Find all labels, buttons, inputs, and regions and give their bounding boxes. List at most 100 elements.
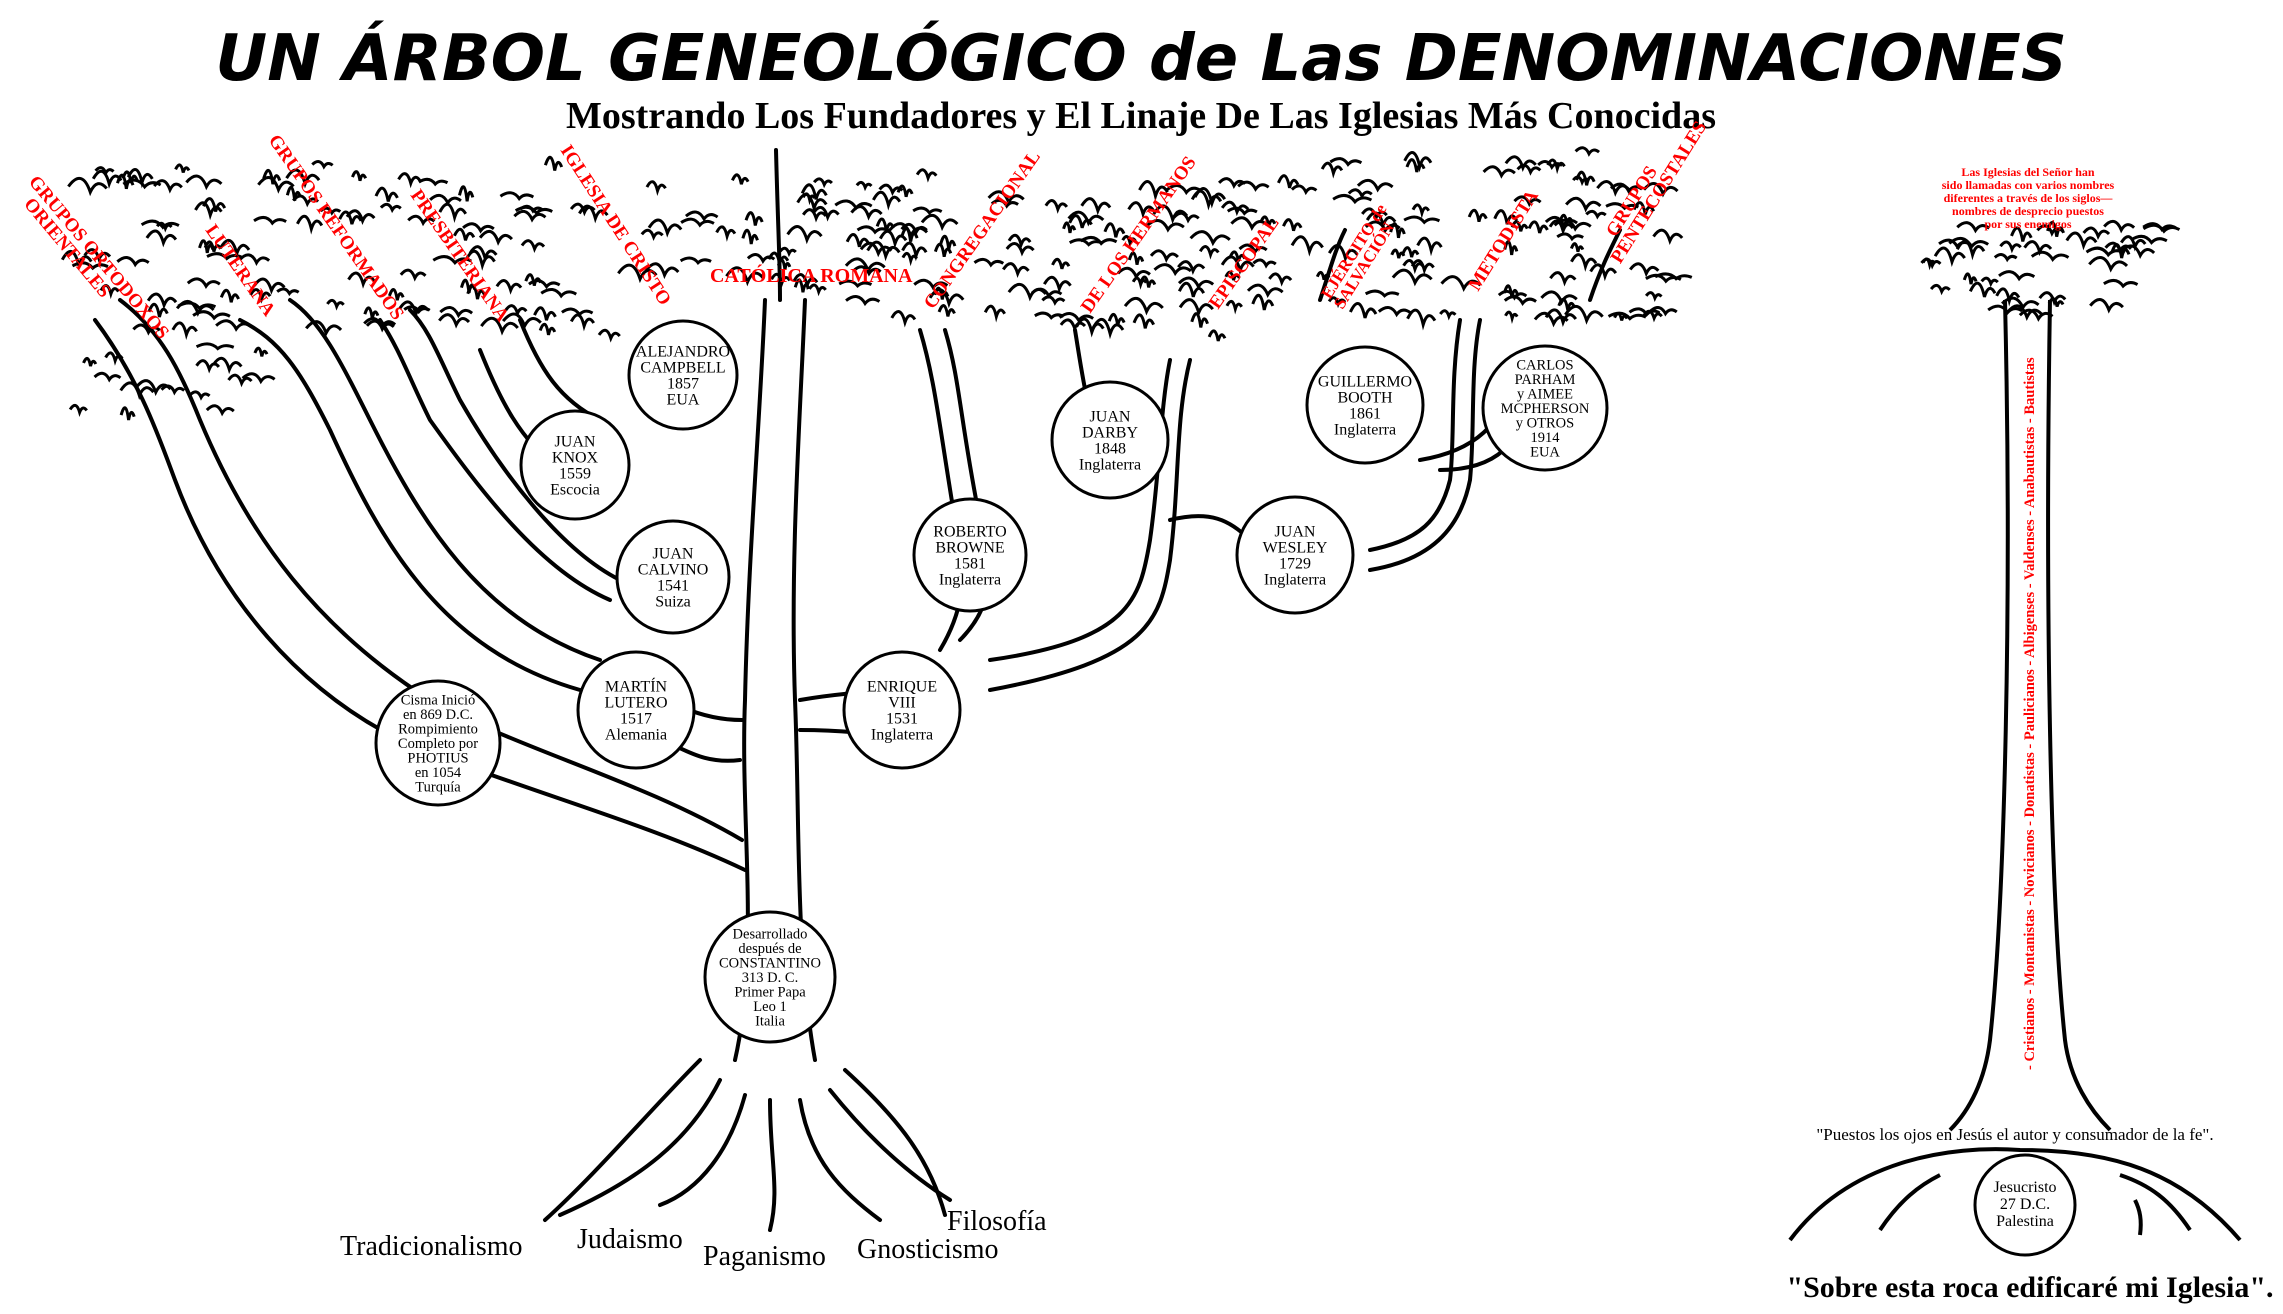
founder-text: VIII	[888, 695, 916, 712]
leaf-stroke	[1968, 281, 1997, 298]
leaf-stroke	[1121, 235, 1137, 249]
leaf-stroke	[60, 250, 93, 271]
leaf-stroke	[363, 317, 397, 331]
leaf-stroke	[132, 323, 161, 336]
leaf-stroke	[1628, 307, 1661, 318]
leaf-stroke	[82, 356, 98, 367]
leaf-stroke	[99, 284, 120, 300]
founder-text: ENRIQUE	[867, 679, 937, 696]
leaf-stroke	[845, 233, 870, 248]
leaf-stroke	[1504, 310, 1519, 325]
leaf-stroke	[1356, 178, 1394, 193]
root-line	[843, 1068, 947, 1217]
founder-circle	[842, 650, 962, 770]
leaf-stroke	[1632, 201, 1656, 215]
label-hermanos: DE LOS HERMANOS	[1077, 153, 1201, 317]
svg-text:Las Iglesias del Señor han: Las Iglesias del Señor han	[1961, 165, 2094, 179]
founder-text: 1531	[886, 711, 918, 728]
leaf-stroke	[134, 379, 172, 397]
root-line	[1878, 1173, 1941, 1232]
leaf-stroke	[351, 170, 368, 182]
leaf-stroke	[1329, 157, 1363, 167]
leaf-stroke	[1652, 228, 1684, 246]
leaf-stroke	[1238, 243, 1268, 255]
founder-text: 1848	[1094, 441, 1126, 458]
founder-text: MARTÍN	[605, 677, 668, 696]
leaf-stroke	[1220, 200, 1250, 217]
leaf-stroke	[495, 279, 523, 295]
leaf-stroke	[276, 287, 300, 297]
leaf-stroke	[1575, 170, 1596, 186]
leaf-stroke	[1225, 299, 1243, 315]
svg-text:DE LOS HERMANOS: DE LOS HERMANOS	[1077, 153, 1201, 317]
branch-ortodoxos	[93, 318, 747, 872]
leaf-stroke	[1482, 165, 1516, 179]
leaf-stroke	[94, 166, 115, 177]
svg-text:GRUPOS REFORMADOS: GRUPOS REFORMADOS	[264, 131, 408, 324]
founder-circle	[1481, 344, 1609, 472]
founder-text: 1559	[559, 466, 591, 483]
true-church-foliage	[1920, 219, 2181, 322]
leaf-stroke	[2120, 244, 2156, 260]
leaf-stroke	[645, 180, 667, 197]
leaf-stroke	[1527, 220, 1549, 234]
founder-text: 1857	[667, 376, 699, 393]
leaf-stroke	[1349, 302, 1378, 319]
leaf-stroke	[1999, 240, 2022, 254]
leaf-stroke	[741, 228, 759, 245]
label-ortodoxos: GRUPOS ORTODOXOS ORIENTALES	[19, 172, 173, 344]
leaf-stroke	[786, 225, 823, 245]
founder-text: BOOTH	[1337, 390, 1393, 407]
leaf-stroke	[1365, 211, 1397, 230]
branch-ortodoxos	[118, 298, 744, 842]
leaf-stroke	[1103, 222, 1126, 238]
leaf-stroke	[93, 371, 122, 383]
leaf-stroke	[715, 225, 737, 242]
leaf-stroke	[387, 288, 405, 301]
leaf-stroke	[2001, 296, 2040, 311]
founder-text: Cisma Inició	[401, 693, 476, 709]
leaf-stroke	[1948, 236, 1990, 250]
leaf-stroke	[1178, 298, 1214, 318]
founder-text: LUTERO	[604, 695, 667, 712]
leaf-stroke	[1290, 235, 1324, 257]
leaf-stroke	[1237, 180, 1270, 192]
leaf-stroke	[1439, 309, 1457, 321]
leaf-stroke	[501, 312, 542, 330]
branch-catolica	[774, 148, 782, 302]
leaf-stroke	[1644, 291, 1663, 302]
leaf-stroke	[878, 183, 904, 197]
svg-text:Jesucristo: Jesucristo	[1993, 1179, 2056, 1196]
leaf-stroke	[901, 251, 918, 267]
leaf-stroke	[1933, 246, 1966, 267]
leaf-stroke	[1268, 272, 1293, 287]
root-line	[798, 1098, 882, 1222]
leaf-stroke	[1080, 197, 1112, 216]
founder-text: en 1054	[415, 765, 462, 781]
page-subtitle: Mostrando Los Fundadores y El Linaje De …	[566, 95, 1716, 137]
leaf-stroke	[1230, 216, 1269, 231]
leaf-stroke	[1403, 151, 1433, 173]
leaf-stroke	[257, 176, 295, 194]
leaf-stroke	[363, 306, 380, 319]
founder-text: WESLEY	[1263, 540, 1328, 557]
leaf-stroke	[1044, 199, 1069, 214]
leaf-stroke	[186, 277, 221, 289]
leaf-stroke	[285, 168, 321, 189]
leaf-stroke	[1062, 221, 1077, 234]
founder-text: Turquía	[415, 780, 461, 796]
leaf-stroke	[1533, 311, 1569, 328]
leaf-stroke	[983, 304, 1006, 323]
leaf-stroke	[1589, 263, 1618, 282]
leaf-stroke	[852, 265, 882, 277]
leaf-stroke	[528, 279, 561, 290]
leaf-stroke	[203, 240, 222, 253]
leaf-stroke	[198, 239, 215, 254]
leaf-stroke	[195, 342, 235, 351]
leaf-stroke	[838, 279, 873, 289]
leaf-stroke	[569, 313, 596, 332]
leaf-stroke	[1177, 260, 1206, 275]
